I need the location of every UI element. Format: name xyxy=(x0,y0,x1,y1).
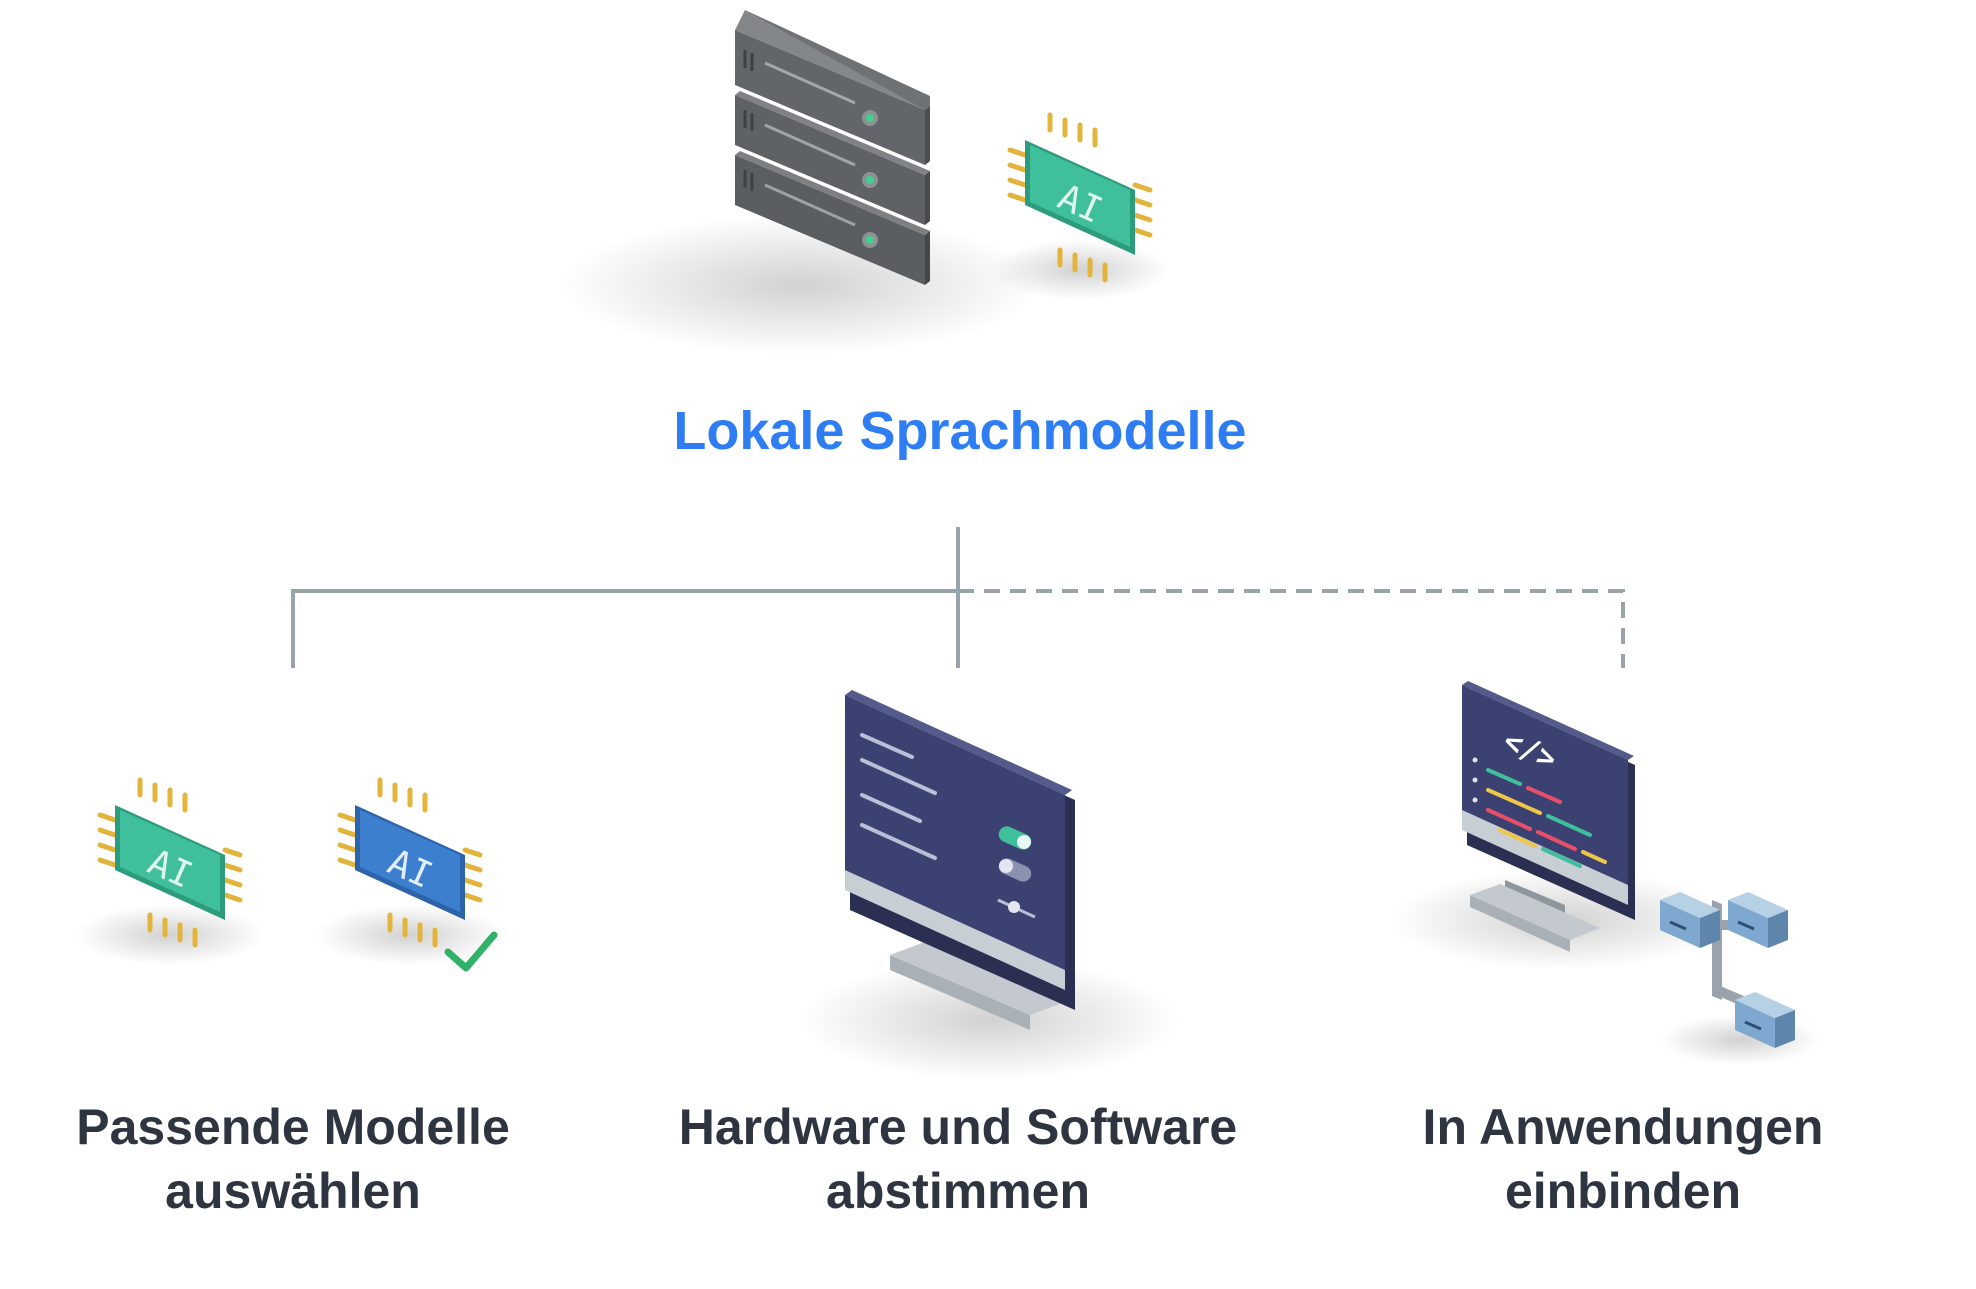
ai-chip-icon: AI xyxy=(75,777,265,965)
branch-label-line-1: In Anwendungen xyxy=(1422,1099,1824,1155)
root-label: Lokale Sprachmodelle xyxy=(673,401,1247,461)
checkmark-icon xyxy=(444,931,498,972)
branch-label-line-2: auswählen xyxy=(165,1163,421,1219)
tree-connectors xyxy=(291,527,1625,668)
branch-label-line-1: Passende Modelle xyxy=(76,1099,510,1155)
connector-branch-3 xyxy=(958,589,1625,668)
branch-label-hardware: Hardware und Software abstimmen xyxy=(608,1095,1308,1223)
branch-label-line-2: abstimmen xyxy=(826,1163,1090,1219)
branch-label-integration: In Anwendungen einbinden xyxy=(1340,1095,1906,1223)
connector-branch-1 xyxy=(291,589,958,668)
connector-nodes-icon xyxy=(1660,892,1820,1065)
ai-chip-icon: AI xyxy=(990,112,1170,300)
branch-label-line-2: einbinden xyxy=(1504,1163,1742,1219)
code-monitor-icon: </> xyxy=(1390,681,1730,970)
branch-label-models: Passende Modelle auswählen xyxy=(20,1095,566,1223)
branch-label-line-1: Hardware und Software xyxy=(678,1099,1238,1155)
server-rack-icon xyxy=(560,10,1040,355)
monitor-settings-icon xyxy=(800,690,1180,1080)
ai-chip-selected-icon: AI xyxy=(315,777,505,965)
